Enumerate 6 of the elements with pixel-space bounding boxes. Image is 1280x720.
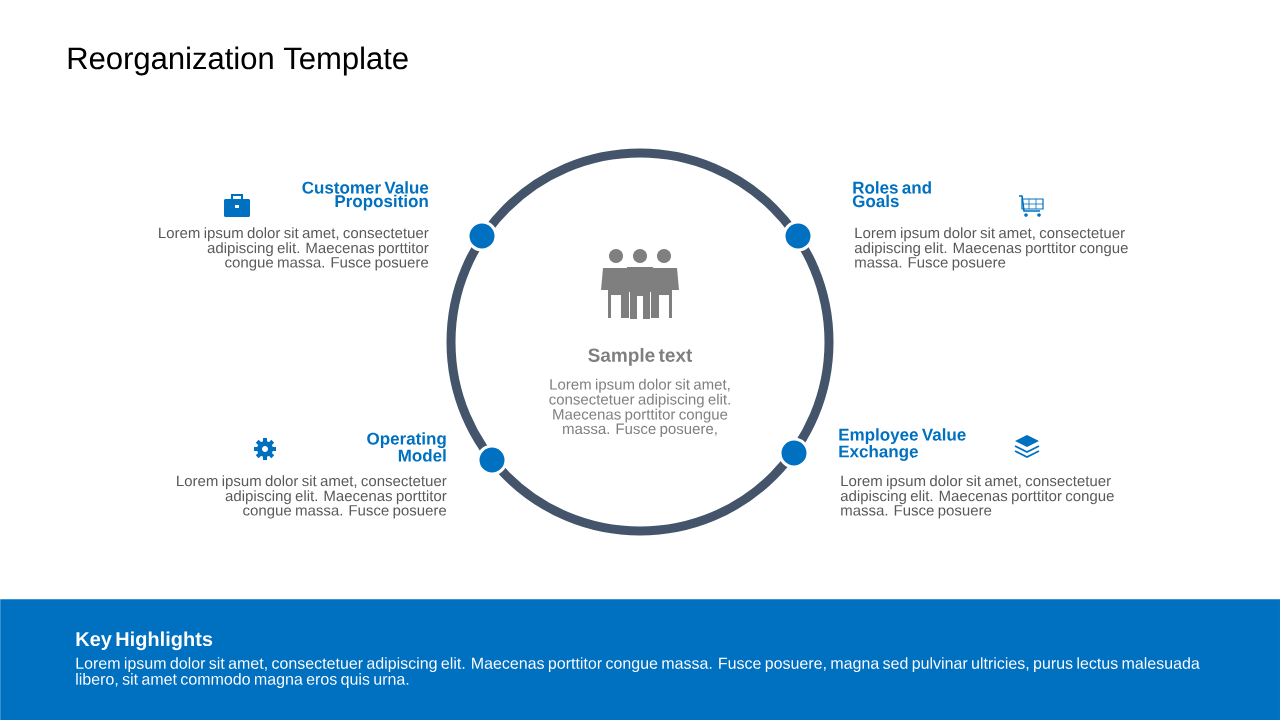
section-text: Lorem ipsum dolor sit amet, consectetuer adipiscing elit. Maecenas porttitor congue massa. Fusce posuere (159, 227, 429, 271)
section-heading: Customer Value Proposition (302, 181, 429, 211)
title: Reorganization Template (68, 46, 408, 76)
highlights-band: Key Highlights Lorem ipsum dolor sit amet, consectetuer adipiscing elit. Maecenas porttitor congue massa. Fusce posuere, magna sed pulvinar ultricies, purus lectus malesuada libero, sit amet commodo magna eros quis urna. (0, 599, 1280, 720)
section-text: Lorem ipsum dolor sit amet, consectetuer adipiscing elit. Maecenas porttitor congue massa. Fusce posuere (854, 227, 1128, 271)
section-heading: Roles and Goals (852, 181, 931, 208)
